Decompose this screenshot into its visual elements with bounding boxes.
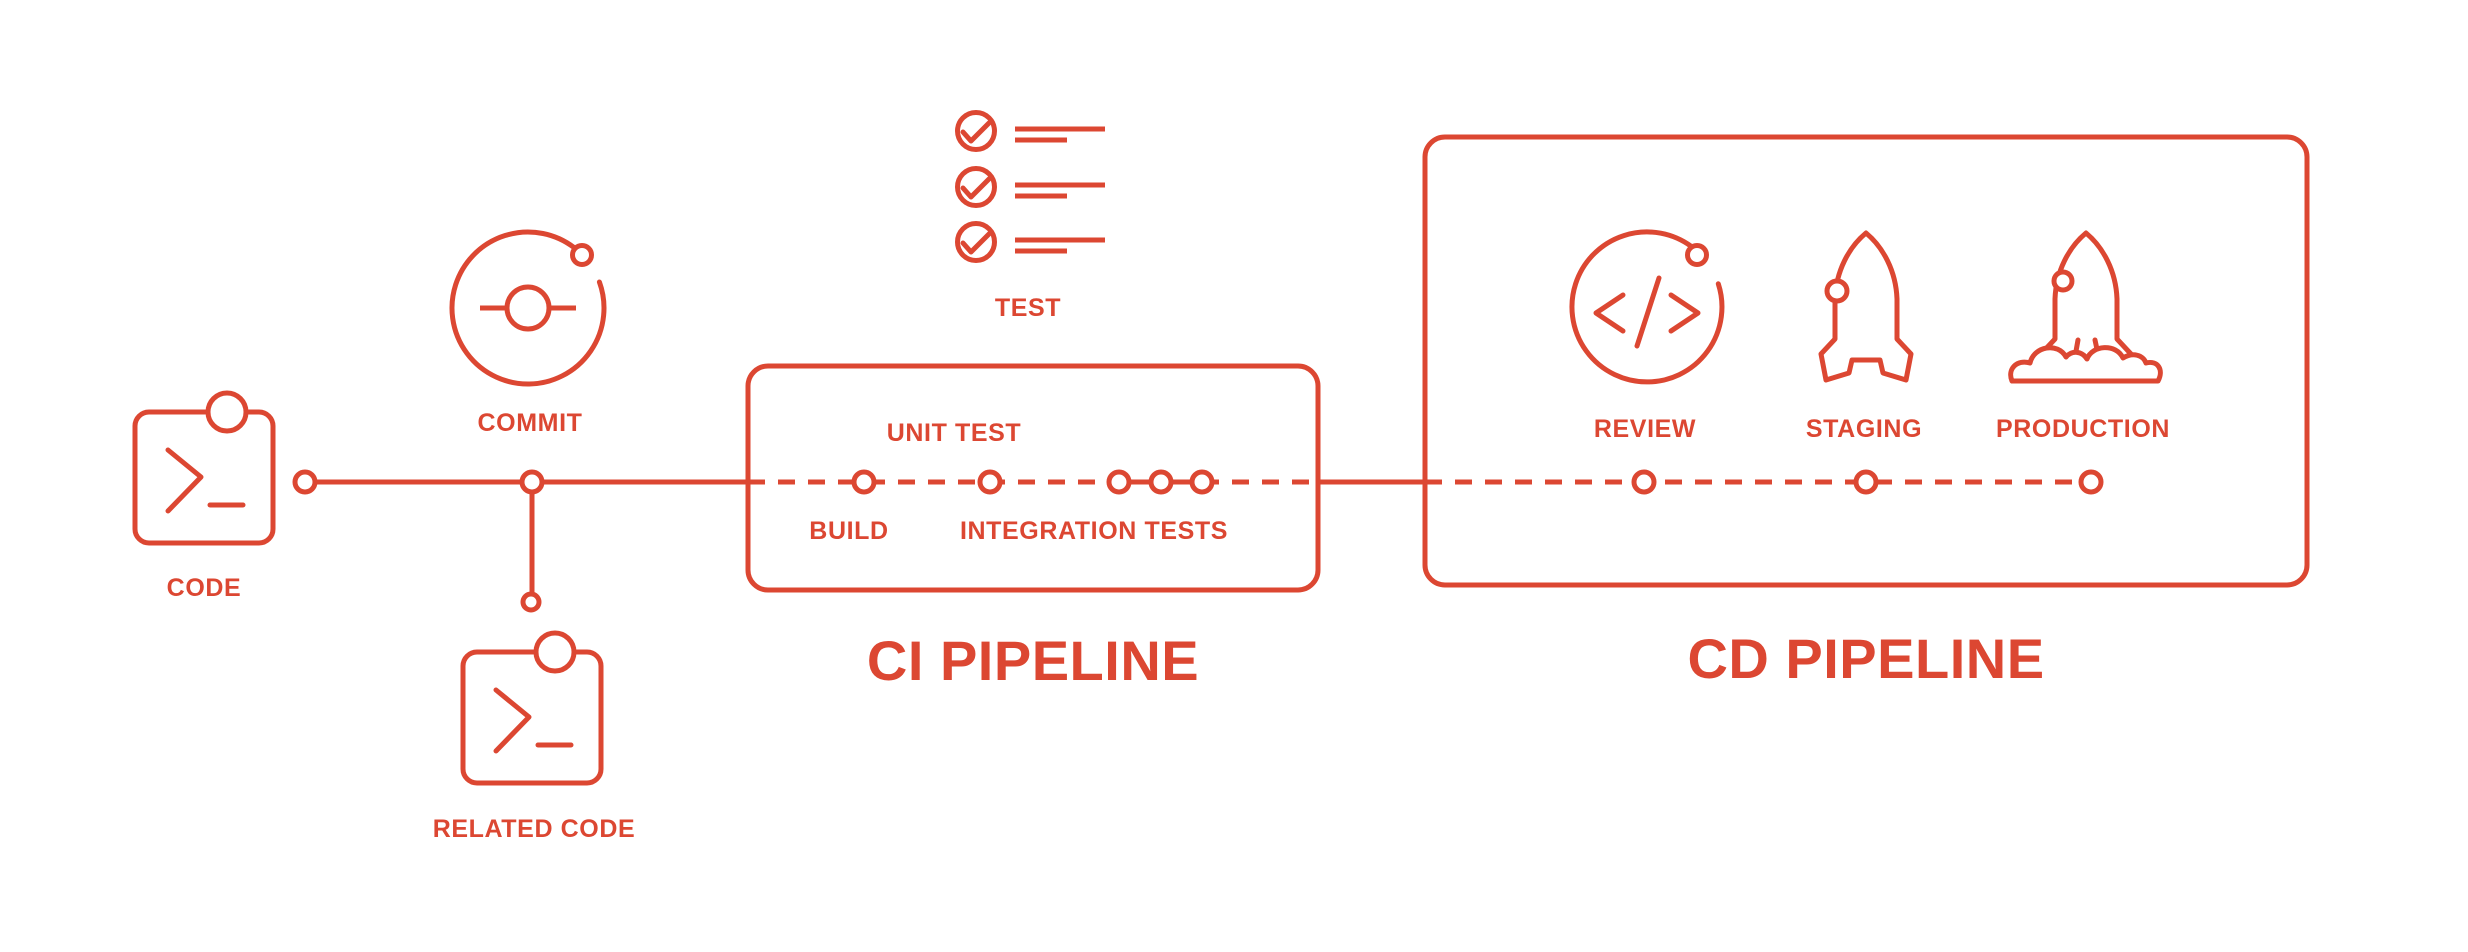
launch-clouds — [2008, 345, 2163, 384]
node-build — [851, 469, 877, 495]
production-rocket-icon — [2008, 233, 2163, 384]
code-icon — [135, 393, 273, 543]
node-unit-test — [977, 469, 1003, 495]
commit-icon — [449, 229, 607, 387]
label-staging: STAGING — [1805, 415, 1923, 443]
label-production: PRODUCTION — [1995, 415, 2171, 443]
label-code: CODE — [166, 574, 242, 602]
label-integration-tests: INTEGRATION TESTS — [959, 517, 1229, 545]
node-review — [1631, 469, 1657, 495]
node-commit — [519, 469, 545, 495]
label-unit-test: UNIT TEST — [886, 419, 1022, 447]
label-build: BUILD — [809, 517, 889, 545]
label-review: REVIEW — [1593, 415, 1697, 443]
node-staging — [1853, 469, 1879, 495]
related-code-icon — [463, 633, 601, 783]
label-commit: COMMIT — [477, 409, 583, 437]
node-integration-2 — [1148, 469, 1174, 495]
pipeline-nodes — [292, 469, 2104, 613]
pipeline-line — [305, 479, 2091, 600]
staging-rocket-icon — [1821, 233, 1911, 380]
node-code — [292, 469, 318, 495]
test-checklist-icon — [955, 110, 1105, 263]
ci-pipeline-box — [745, 363, 1321, 593]
node-integration-3 — [1189, 469, 1215, 495]
cd-pipeline-title: CD PIPELINE — [1687, 627, 2045, 690]
ci-pipeline-title: CI PIPELINE — [866, 629, 1200, 692]
cd-pipeline-box — [1422, 134, 2310, 588]
label-test: TEST — [994, 294, 1062, 322]
node-production — [2078, 469, 2104, 495]
node-integration-1 — [1106, 469, 1132, 495]
review-icon — [1569, 229, 1725, 385]
node-related-code — [520, 591, 542, 613]
label-related-code: RELATED CODE — [432, 815, 636, 843]
